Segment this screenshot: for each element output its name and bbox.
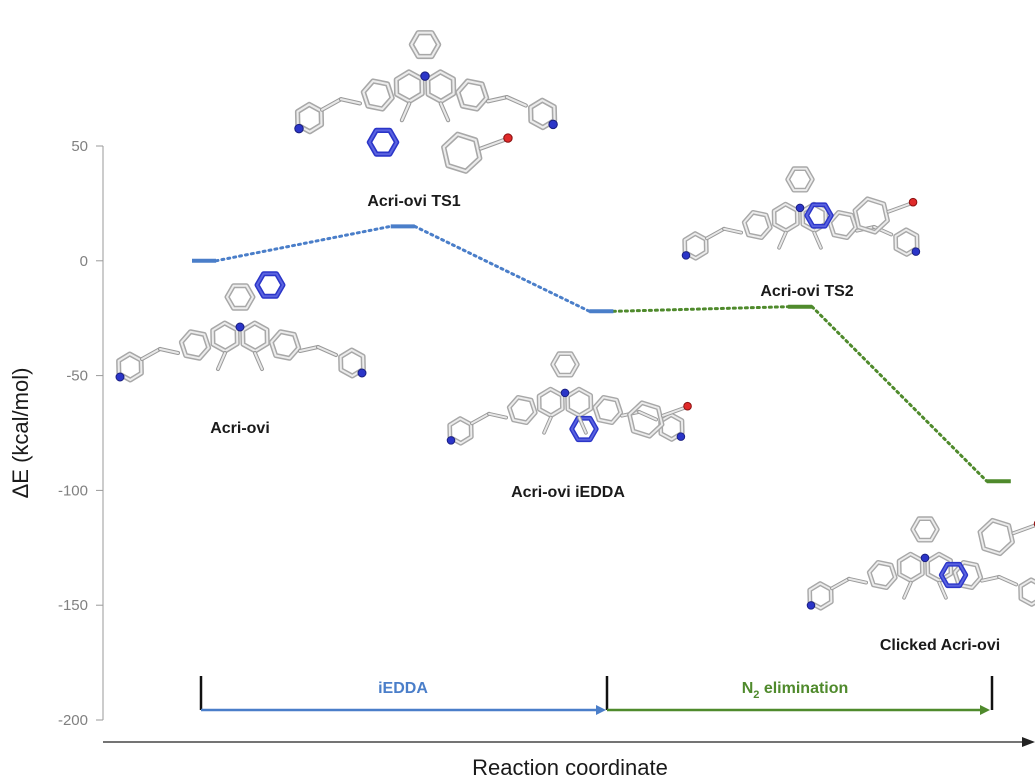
energy-levels xyxy=(192,224,1011,484)
y-tick-label: -150 xyxy=(58,597,88,614)
energy-connection-line xyxy=(810,305,989,483)
iedda-phase-label: iEDDA xyxy=(378,680,428,697)
molecule-clicked-acri-ovi xyxy=(806,516,1035,611)
x-axis-arrowhead xyxy=(1022,737,1035,747)
y-tick-label: -200 xyxy=(58,712,88,729)
y-tick-label: -100 xyxy=(58,482,88,499)
molecule-acri-ovi-ts2 xyxy=(681,166,921,261)
x-axis-title: Reaction coordinate xyxy=(472,755,668,779)
molecule-acri-ovi-ts1 xyxy=(294,30,558,174)
label-acri-ovi-ts1: Acri-ovi TS1 xyxy=(367,193,460,210)
n2-elimination-phase-label: N2 elimination xyxy=(742,680,849,701)
iedda-phase-arrowhead xyxy=(596,705,606,715)
n2-phase-arrowhead xyxy=(980,705,990,715)
molecule-acri-ovi-iedda xyxy=(446,351,692,446)
molecule-structures xyxy=(115,30,1035,611)
label-acri-ovi: Acri-ovi xyxy=(210,420,270,437)
label-acri-ovi-ts2: Acri-ovi TS2 xyxy=(760,283,853,300)
energy-connection-line xyxy=(611,305,790,313)
energy-connection-line xyxy=(214,224,393,263)
y-tick-label: -50 xyxy=(66,368,88,385)
y-axis-ticks: 50 0 -50 -100 -150 -200 xyxy=(58,138,103,729)
y-tick-label: 0 xyxy=(80,253,88,270)
energy-connections xyxy=(214,224,989,483)
label-acri-ovi-iedda: Acri-ovi iEDDA xyxy=(511,484,625,501)
label-clicked-acri-ovi: Clicked Acri-ovi xyxy=(880,637,1000,654)
species-labels: Acri-ovi Acri-ovi TS1 Acri-ovi iEDDA Acr… xyxy=(210,193,1000,654)
energy-connection-line xyxy=(413,224,591,313)
y-tick-label: 50 xyxy=(71,138,88,155)
phase-brackets: iEDDA N2 elimination xyxy=(199,676,994,715)
molecule-acri-ovi xyxy=(115,271,367,383)
y-axis-title: ΔE (kcal/mol) xyxy=(8,368,33,499)
